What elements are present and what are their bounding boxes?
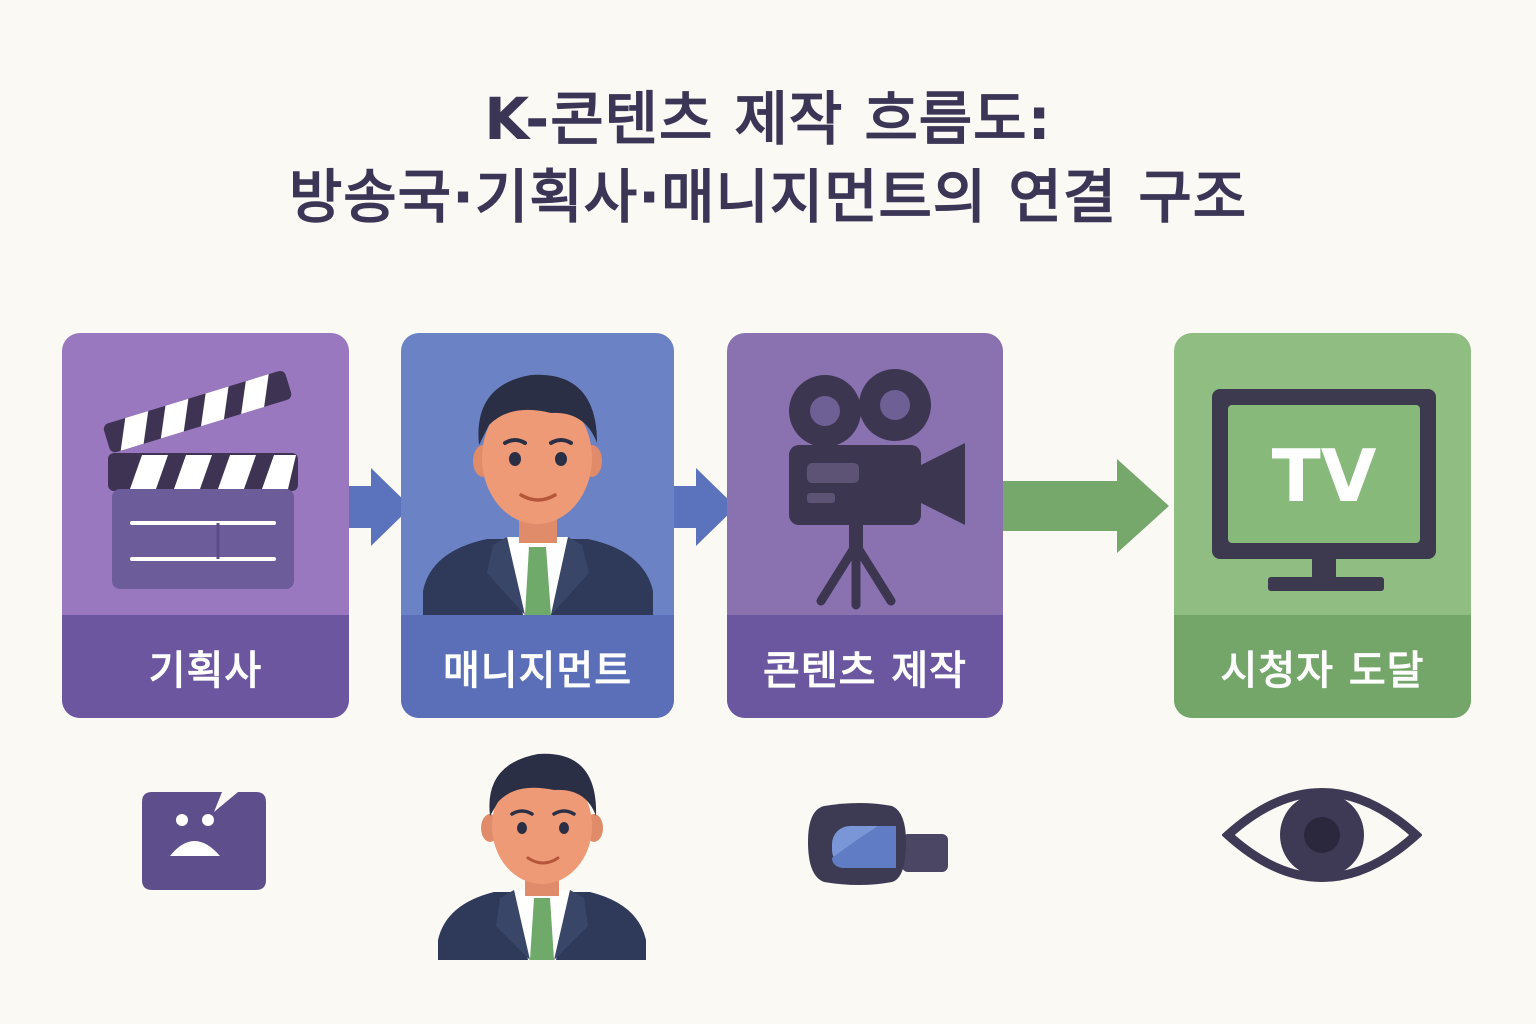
camcorder-icon xyxy=(808,803,948,885)
card-label: 기획사 xyxy=(62,615,349,718)
page-title: K-콘텐츠 제작 흐름도: 방송국·기획사·매니지먼트의 연결 구조 xyxy=(0,80,1536,236)
film-camera-icon xyxy=(789,369,965,610)
arrow-right-icon xyxy=(674,468,736,546)
card-content-production: 콘텐츠 제작 xyxy=(727,333,1003,718)
title-line-2: 방송국·기획사·매니지먼트의 연결 구조 xyxy=(288,163,1248,231)
title-line-1: K-콘텐츠 제작 흐름도: xyxy=(484,85,1052,153)
arrow-right-icon xyxy=(1003,459,1169,553)
tv-screen-text: TV xyxy=(1272,434,1377,518)
card-planning-agency: 기획사 xyxy=(62,333,349,718)
tv-icon: TV xyxy=(1212,389,1436,591)
sad-face-speech-icon xyxy=(142,792,266,890)
manager-portrait-icon xyxy=(423,374,653,615)
card-label: 콘텐츠 제작 xyxy=(727,615,1003,718)
manager-avatar-icon xyxy=(438,753,646,960)
eye-icon xyxy=(1222,788,1422,882)
arrow-right-icon xyxy=(349,468,411,546)
card-viewer-reach: TV 시청자 도달 xyxy=(1174,333,1471,718)
card-management: 매니지먼트 xyxy=(401,333,674,718)
card-label: 매니지먼트 xyxy=(401,615,674,718)
clapperboard-icon xyxy=(103,370,298,589)
card-label: 시청자 도달 xyxy=(1174,615,1471,718)
